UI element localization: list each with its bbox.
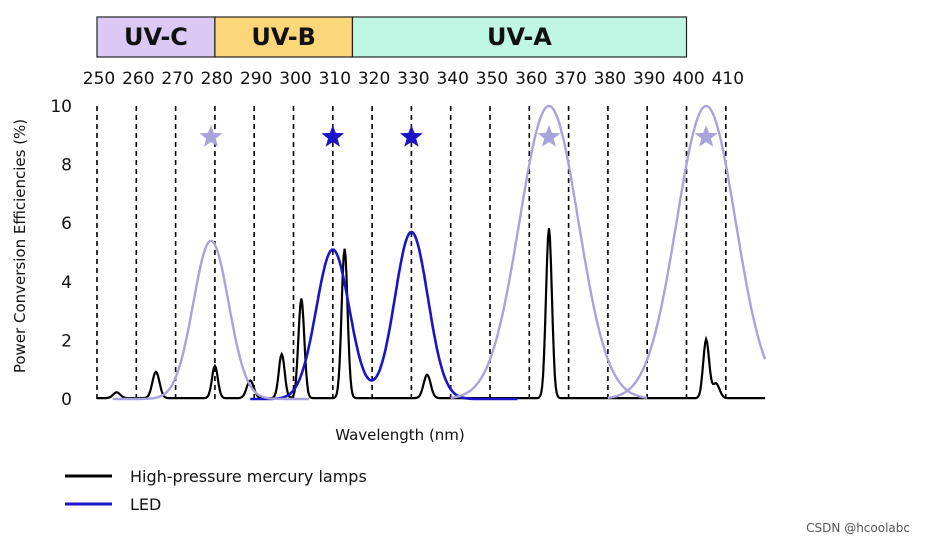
series-line-lavender — [607, 104, 767, 400]
legend-label: High-pressure mercury lamps — [130, 467, 367, 486]
x-axis-ticks: 250 260 270 280 290 300 310 320 330 340 350 360 370 3… — [83, 69, 744, 89]
x-tick-label: 380 — [594, 69, 626, 89]
series-line-lavender — [450, 104, 648, 400]
series-line-mercury — [97, 228, 766, 400]
y-tick-label: 0 — [61, 390, 72, 410]
x-tick-label: 370 — [554, 69, 586, 89]
star-marker — [321, 125, 345, 147]
x-tick-label: 360 — [515, 69, 547, 89]
x-tick-label: 280 — [201, 69, 233, 89]
x-tick-label: 340 — [436, 69, 468, 89]
y-tick-label: 8 — [61, 156, 72, 176]
series-line-lavender — [112, 239, 310, 401]
x-tick-label: 390 — [633, 69, 665, 89]
uv-band-uv-b — [214, 16, 354, 58]
uv-band-uv-c — [96, 16, 216, 58]
x-tick-label: 350 — [476, 69, 508, 89]
uv-band-label: UV-A — [487, 23, 552, 51]
x-tick-label: 250 — [83, 69, 115, 89]
x-tick-label: 300 — [279, 69, 311, 89]
x-tick-label: 410 — [712, 69, 744, 89]
y-axis-label: Power Conversion Efficiencies (%) — [11, 119, 29, 373]
credit-text: CSDN @hcoolabc — [806, 521, 910, 535]
y-axis-ticks: 0 2 4 6 8 10 — [50, 97, 72, 410]
uv-band-uv-a — [351, 16, 688, 58]
x-tick-label: 400 — [672, 69, 704, 89]
star-marker — [694, 125, 718, 147]
star-marker — [199, 125, 223, 147]
y-tick-label: 4 — [61, 273, 72, 293]
uv-band-label: UV-B — [251, 23, 316, 51]
legend-label: LED — [130, 495, 161, 514]
series-line-led — [250, 230, 518, 401]
y-tick-label: 6 — [61, 214, 72, 234]
x-tick-label: 310 — [319, 69, 351, 89]
uv-band-bar: UV-C UV-B UV-A — [96, 16, 688, 58]
y-tick-label: 2 — [61, 331, 72, 351]
x-axis-label: Wavelength (nm) — [335, 426, 465, 444]
x-tick-label: 320 — [358, 69, 390, 89]
star-marker — [400, 125, 423, 147]
star-marker — [537, 125, 561, 147]
x-tick-label: 260 — [122, 69, 154, 89]
x-tick-label: 270 — [161, 69, 193, 89]
uv-band-label: UV-C — [124, 23, 188, 51]
x-tick-label: 290 — [240, 69, 272, 89]
y-tick-label: 10 — [50, 97, 72, 117]
dashed-gridlines — [96, 106, 727, 399]
series-layer — [97, 104, 767, 401]
x-tick-label: 330 — [397, 69, 429, 89]
stars-layer — [199, 125, 718, 147]
